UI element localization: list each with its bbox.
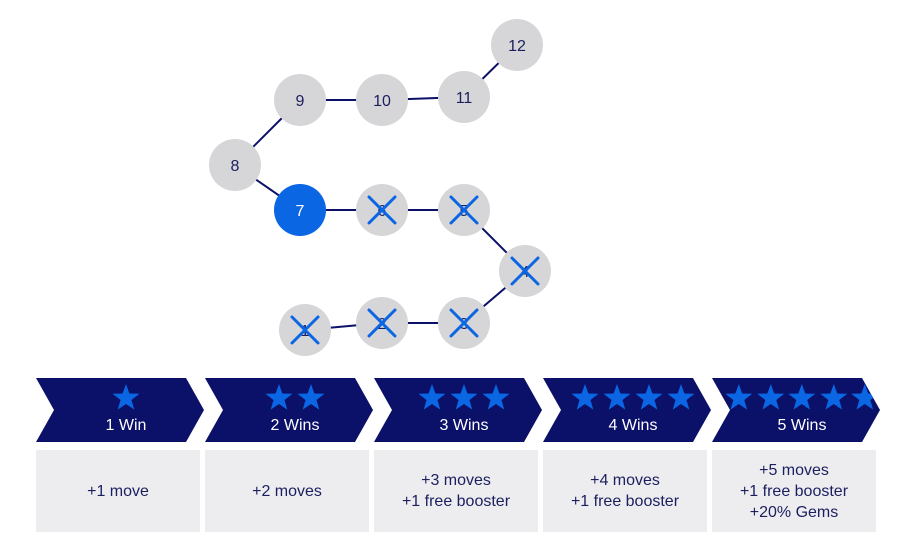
tier-stars — [386, 383, 542, 411]
cross-stroke — [449, 308, 479, 338]
reward-line: +4 moves — [590, 472, 660, 489]
completed-cross-icon — [449, 308, 479, 338]
level-node-10[interactable]: 10 — [356, 74, 408, 126]
level-node-3[interactable]: 3 — [438, 297, 490, 349]
level-number: 11 — [456, 90, 473, 107]
tier-label: 3 Wins — [439, 417, 489, 434]
tier-1: 1 Win +1 move — [36, 378, 204, 532]
level-node-8[interactable]: 8 — [209, 139, 261, 191]
star-icon — [851, 384, 879, 410]
level-number: 7 — [296, 203, 305, 220]
star-icon — [571, 384, 599, 410]
tier-banner: 1 Win — [36, 378, 204, 442]
level-circle — [274, 74, 326, 126]
reward-line: +1 move — [87, 482, 149, 500]
star-icon — [297, 384, 325, 410]
level-node-2[interactable]: 2 — [356, 297, 408, 349]
level-circle — [438, 71, 490, 123]
cross-stroke — [449, 195, 479, 225]
star-icon — [820, 384, 848, 410]
tier-5: 5 Wins +5 moves +1 free booster +20% Gems — [712, 378, 880, 532]
level-number: 9 — [296, 93, 305, 110]
reward-line: +1 free booster — [570, 493, 680, 510]
tier-3: 3 Wins +3 moves +1 free booster — [374, 378, 542, 532]
reward-line: +5 moves — [759, 461, 829, 479]
tier-stars — [724, 383, 880, 411]
tier-stars — [217, 383, 373, 411]
completed-cross-icon — [367, 308, 397, 338]
completed-cross-icon — [290, 315, 320, 345]
tier-reward-box: +2 moves — [205, 450, 369, 532]
tier-label: 1 Win — [105, 417, 147, 434]
level-node-1[interactable]: 1 — [279, 304, 331, 356]
tier-banner: 5 Wins — [712, 378, 880, 442]
tier-banner: 4 Wins — [543, 378, 711, 442]
star-icon — [725, 384, 753, 410]
reward-line: +20% Gems — [749, 503, 839, 521]
tier-label: 2 Wins — [270, 417, 320, 434]
star-icon — [418, 384, 446, 410]
tier-label: 5 Wins — [777, 417, 827, 434]
star-icon — [788, 384, 816, 410]
level-node-12[interactable]: 12 — [491, 19, 543, 71]
level-node-4[interactable]: 4 — [499, 245, 551, 297]
reward-line: +2 moves — [252, 482, 322, 500]
tier-4: 4 Wins +4 moves +1 free booster — [543, 378, 711, 532]
tier-banner: 2 Wins — [205, 378, 373, 442]
level-circle — [491, 19, 543, 71]
tier-reward-box: +3 moves +1 free booster — [374, 450, 538, 532]
level-node-6[interactable]: 6 — [356, 184, 408, 236]
level-number: 8 — [231, 158, 240, 175]
level-circle — [356, 74, 408, 126]
star-icon — [112, 384, 140, 410]
tier-reward-box: +5 moves +1 free booster +20% Gems — [712, 450, 876, 532]
star-icon — [756, 384, 784, 410]
star-icon — [667, 384, 695, 410]
level-nodes: 123456789101112 — [209, 19, 551, 356]
level-node-11[interactable]: 11 — [438, 71, 490, 123]
level-node-5[interactable]: 5 — [438, 184, 490, 236]
star-icon — [603, 384, 631, 410]
level-path-map: 123456789101112 — [209, 19, 551, 356]
tier-reward-box: +1 move — [36, 450, 200, 532]
star-icon — [482, 384, 510, 410]
tier-reward-box: +4 moves +1 free booster — [543, 450, 707, 532]
star-icon — [450, 384, 478, 410]
cross-stroke — [367, 308, 397, 338]
level-circle — [274, 184, 326, 236]
tier-banner: 3 Wins — [374, 378, 542, 442]
reward-line: +3 moves — [421, 472, 491, 489]
reward-line: +1 free booster — [739, 482, 849, 500]
completed-cross-icon — [449, 195, 479, 225]
star-icon — [635, 384, 663, 410]
completed-cross-icon — [367, 195, 397, 225]
level-number: 10 — [373, 93, 391, 110]
reward-line: +1 free booster — [401, 493, 511, 510]
cross-stroke — [367, 195, 397, 225]
cross-stroke — [510, 256, 540, 286]
level-node-7[interactable]: 7 — [274, 184, 326, 236]
star-icon — [265, 384, 293, 410]
tier-label: 4 Wins — [608, 417, 658, 434]
tier-stars — [48, 383, 204, 411]
completed-cross-icon — [510, 256, 540, 286]
level-number: 12 — [508, 38, 526, 55]
tier-2: 2 Wins +2 moves — [205, 378, 373, 532]
level-node-9[interactable]: 9 — [274, 74, 326, 126]
level-circle — [209, 139, 261, 191]
cross-stroke — [290, 315, 320, 345]
tier-stars — [555, 383, 711, 411]
